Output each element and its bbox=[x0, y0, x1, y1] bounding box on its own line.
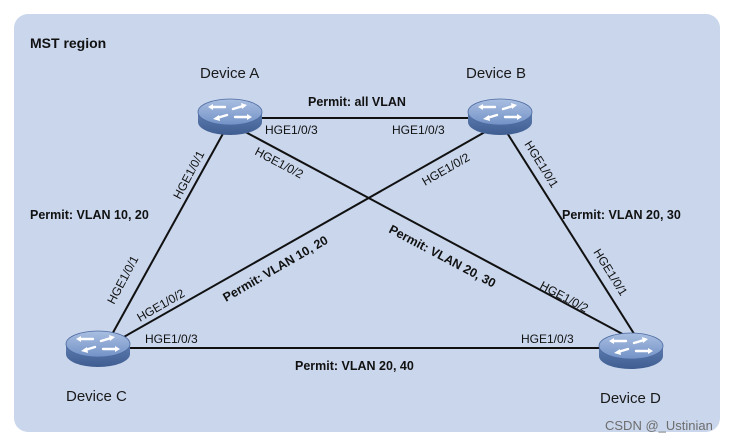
link-b-c bbox=[121, 127, 493, 339]
device-b[interactable]: Device B bbox=[466, 65, 534, 137]
watermark: CSDN @_Ustinian bbox=[605, 418, 713, 433]
switch-icon bbox=[466, 97, 534, 137]
link-c-d-permit: Permit: VLAN 20, 40 bbox=[295, 359, 414, 373]
link-a-c bbox=[109, 129, 226, 339]
device-d-label: Device D bbox=[600, 390, 661, 407]
link-b-d-permit: Permit: VLAN 20, 30 bbox=[562, 208, 681, 222]
link-b-d bbox=[503, 127, 639, 341]
link-a-b-port-a: HGE1/0/3 bbox=[265, 123, 318, 137]
device-c-label: Device C bbox=[66, 388, 127, 405]
device-b-label: Device B bbox=[466, 65, 526, 82]
switch-icon bbox=[64, 329, 132, 369]
switch-icon bbox=[597, 331, 665, 371]
device-d[interactable]: Device D bbox=[597, 331, 665, 407]
device-c[interactable]: Device C bbox=[64, 329, 132, 405]
region-title: MST region bbox=[30, 35, 106, 51]
switch-icon bbox=[196, 97, 264, 137]
mst-region-box bbox=[14, 14, 720, 432]
link-c-d-port-c: HGE1/0/3 bbox=[145, 332, 198, 346]
link-c-d-port-d: HGE1/0/3 bbox=[521, 332, 574, 346]
link-a-b-port-b: HGE1/0/3 bbox=[392, 123, 445, 137]
device-a-label: Device A bbox=[200, 65, 259, 82]
link-a-c-permit: Permit: VLAN 10, 20 bbox=[30, 208, 149, 222]
link-a-b-permit: Permit: all VLAN bbox=[308, 95, 406, 109]
device-a[interactable]: Device A bbox=[196, 65, 264, 137]
link-a-d bbox=[237, 127, 631, 339]
